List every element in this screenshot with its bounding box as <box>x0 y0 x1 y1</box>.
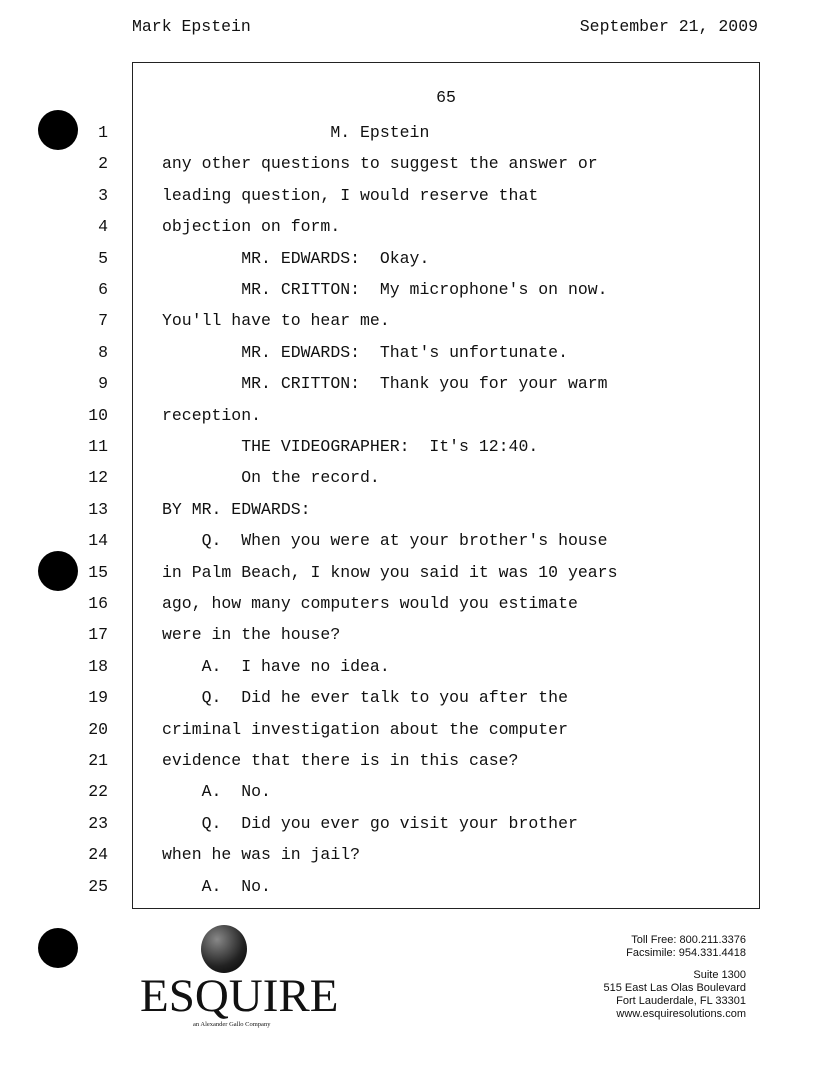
page-number: 65 <box>436 88 456 107</box>
line-number: 9 <box>98 374 108 394</box>
line-number: 5 <box>98 248 108 268</box>
transcript-line: M. Epstein <box>162 123 430 142</box>
transcript-line: A. I have no idea. <box>162 656 390 676</box>
line-number: 24 <box>88 845 108 865</box>
logo-brand: ESQUIRE <box>140 970 339 1022</box>
globe-icon <box>201 925 247 973</box>
line-number: 14 <box>88 531 108 551</box>
suite: Suite 1300 <box>693 969 746 981</box>
street: 515 East Las Olas Boulevard <box>603 982 746 994</box>
transcript-line: Q. Did you ever go visit your brother <box>162 813 578 833</box>
line-number: 12 <box>88 468 108 488</box>
transcript-line: leading question, I would reserve that <box>162 185 539 205</box>
punch-hole <box>38 110 78 150</box>
line-number: 11 <box>88 437 108 456</box>
line-number: 16 <box>88 594 108 613</box>
contact-info: Toll Free: 800.211.3376 Facsimile: 954.3… <box>604 934 746 1021</box>
line-number: 22 <box>88 782 108 802</box>
transcript-line: were in the house? <box>162 625 341 645</box>
transcript-line: in Palm Beach, I know you said it was 10… <box>162 562 618 582</box>
transcript-line: criminal investigation about the compute… <box>162 719 568 739</box>
line-number: 10 <box>88 405 108 425</box>
transcript-line: MR. EDWARDS: Okay. <box>162 248 430 268</box>
witness-name: Mark Epstein <box>132 17 251 36</box>
line-number: 18 <box>88 656 108 676</box>
line-number: 25 <box>88 876 108 896</box>
line-number: 4 <box>98 217 108 237</box>
line-number: 3 <box>98 185 108 205</box>
transcript-line: when he was in jail? <box>162 845 361 865</box>
line-number: 19 <box>88 688 108 708</box>
deposition-date: September 21, 2009 <box>579 17 758 36</box>
line-number: 7 <box>98 311 108 331</box>
line-number: 17 <box>88 625 108 645</box>
transcript-line: evidence that there is in this case? <box>162 751 519 770</box>
transcript-line: any other questions to suggest the answe… <box>162 154 598 174</box>
transcript-line: MR. EDWARDS: That's unfortunate. <box>162 342 568 362</box>
line-number: 23 <box>88 813 108 833</box>
line-number: 15 <box>88 562 108 582</box>
transcript-line: MR. CRITTON: Thank you for your warm <box>162 374 608 394</box>
line-number: 20 <box>88 719 108 739</box>
transcript-line: On the record. <box>162 468 380 488</box>
transcript-line: ago, how many computers would you estima… <box>162 594 578 613</box>
transcript-line: THE VIDEOGRAPHER: It's 12:40. <box>162 437 539 456</box>
line-number: 13 <box>88 499 108 519</box>
punch-hole <box>38 551 78 591</box>
transcript-line: objection on form. <box>162 217 341 237</box>
transcript-frame <box>132 62 760 909</box>
transcript-line: A. No. <box>162 876 271 896</box>
transcript-line: A. No. <box>162 782 271 802</box>
facsimile: Facsimile: 954.331.4418 <box>626 947 746 959</box>
line-number: 2 <box>98 154 108 174</box>
esquire-logo: ESQUIRE an Alexander Gallo Company <box>140 925 338 1035</box>
transcript-line: Q. When you were at your brother's house <box>162 531 608 551</box>
line-number: 6 <box>98 280 108 299</box>
toll-free: Toll Free: 800.211.3376 <box>631 934 746 946</box>
transcript-line: You'll have to hear me. <box>162 311 390 331</box>
website: www.esquiresolutions.com <box>616 1008 746 1020</box>
transcript-line: BY MR. EDWARDS: <box>162 499 311 519</box>
transcript-line: Q. Did he ever talk to you after the <box>162 688 568 708</box>
city: Fort Lauderdale, FL 33301 <box>616 995 746 1007</box>
line-number: 1 <box>98 123 108 142</box>
punch-hole <box>38 928 78 968</box>
transcript-line: reception. <box>162 405 262 425</box>
line-number: 21 <box>88 751 108 770</box>
logo-tagline: an Alexander Gallo Company <box>193 1021 271 1028</box>
line-number: 8 <box>98 342 108 362</box>
transcript-line: MR. CRITTON: My microphone's on now. <box>162 280 608 299</box>
